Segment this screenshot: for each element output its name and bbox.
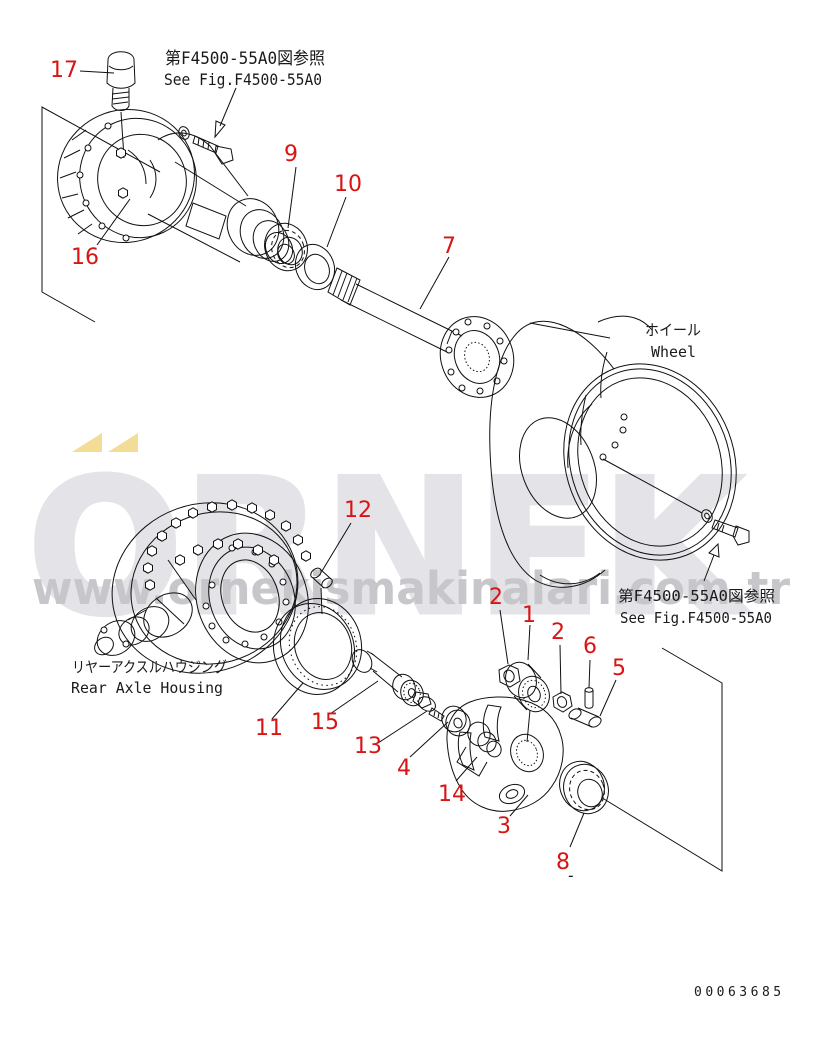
- reference-arrow-wheel: [703, 542, 720, 582]
- callout-labels: 17 16 9 10 7 12 11 15 13 4 14 3 8 2 1 2 …: [50, 58, 626, 875]
- part-washer-2b: [552, 691, 573, 713]
- part-side-gear-1: [505, 661, 550, 713]
- leader-lines: [79, 70, 703, 848]
- part-washer-2a: [498, 664, 521, 688]
- wheel-label-jp: ホイール: [645, 321, 701, 339]
- dash-mark: -: [566, 866, 576, 885]
- part-ring-10: [294, 243, 336, 291]
- part-label-3: 3: [497, 814, 511, 839]
- see-fig-wheel-en: See Fig.F4500-55A0: [620, 609, 772, 627]
- part-pin-5: [568, 707, 602, 728]
- watermark-url: www.ornekismakinalari.com.tr: [32, 562, 791, 615]
- part-label-13: 13: [354, 734, 382, 759]
- watermark-triangle-icon: [72, 433, 102, 452]
- part-label-17: 17: [50, 58, 78, 83]
- group-bracket-left: [41, 106, 161, 323]
- part-label-5: 5: [612, 656, 626, 681]
- part-label-7: 7: [442, 234, 456, 259]
- part-seal-set-14: [456, 721, 502, 777]
- part-rear-axle-housing: [94, 499, 311, 674]
- part-plug-17: [106, 51, 136, 159]
- part-label-16: 16: [71, 245, 99, 270]
- rear-axle-housing-label-en: Rear Axle Housing: [71, 679, 223, 697]
- wheel-label-en: Wheel: [651, 343, 696, 361]
- watermark-triangle-icon: [108, 433, 138, 452]
- see-fig-top-jp: 第F4500-55A0図参照: [165, 49, 325, 69]
- part-label-6: 6: [583, 634, 597, 659]
- part-wheel-bolt: [701, 509, 750, 546]
- part-label-1: 1: [522, 603, 536, 628]
- part-washer-4: [441, 705, 471, 737]
- part-label-2a: 2: [489, 585, 503, 610]
- reference-arrow-top: [214, 87, 237, 139]
- part-pin-6: [584, 687, 594, 709]
- part-label-11: 11: [255, 716, 283, 741]
- part-label-10: 10: [334, 172, 362, 197]
- part-label-15: 15: [311, 710, 339, 735]
- see-fig-wheel-jp: 第F4500-55A0図参照: [618, 587, 775, 605]
- part-wheel: [489, 315, 737, 588]
- part-label-4: 4: [397, 756, 411, 781]
- part-bearing-8: [559, 760, 609, 815]
- part-label-12: 12: [344, 498, 372, 523]
- part-label-14: 14: [438, 782, 466, 807]
- part-pinion-shaft-15: [351, 649, 424, 707]
- part-label-9: 9: [284, 142, 298, 167]
- group-bracket-right: [603, 647, 723, 872]
- part-bearing-9: [264, 222, 308, 272]
- part-ring-gear-11: [272, 598, 363, 695]
- part-bolt-13: [412, 691, 445, 722]
- figure-number: 00063685: [694, 985, 785, 1000]
- part-diff-case-3: [446, 696, 564, 812]
- rear-axle-housing-label-jp: リヤーアクスルハウジング: [72, 658, 227, 676]
- part-label-2b: 2: [551, 620, 565, 645]
- part-label-8: 8: [556, 850, 570, 875]
- part-axle-spindle-housing-16: [57, 108, 295, 265]
- see-fig-top-en: See Fig.F4500-55A0: [164, 70, 322, 89]
- part-axle-shaft-7: [327, 267, 515, 398]
